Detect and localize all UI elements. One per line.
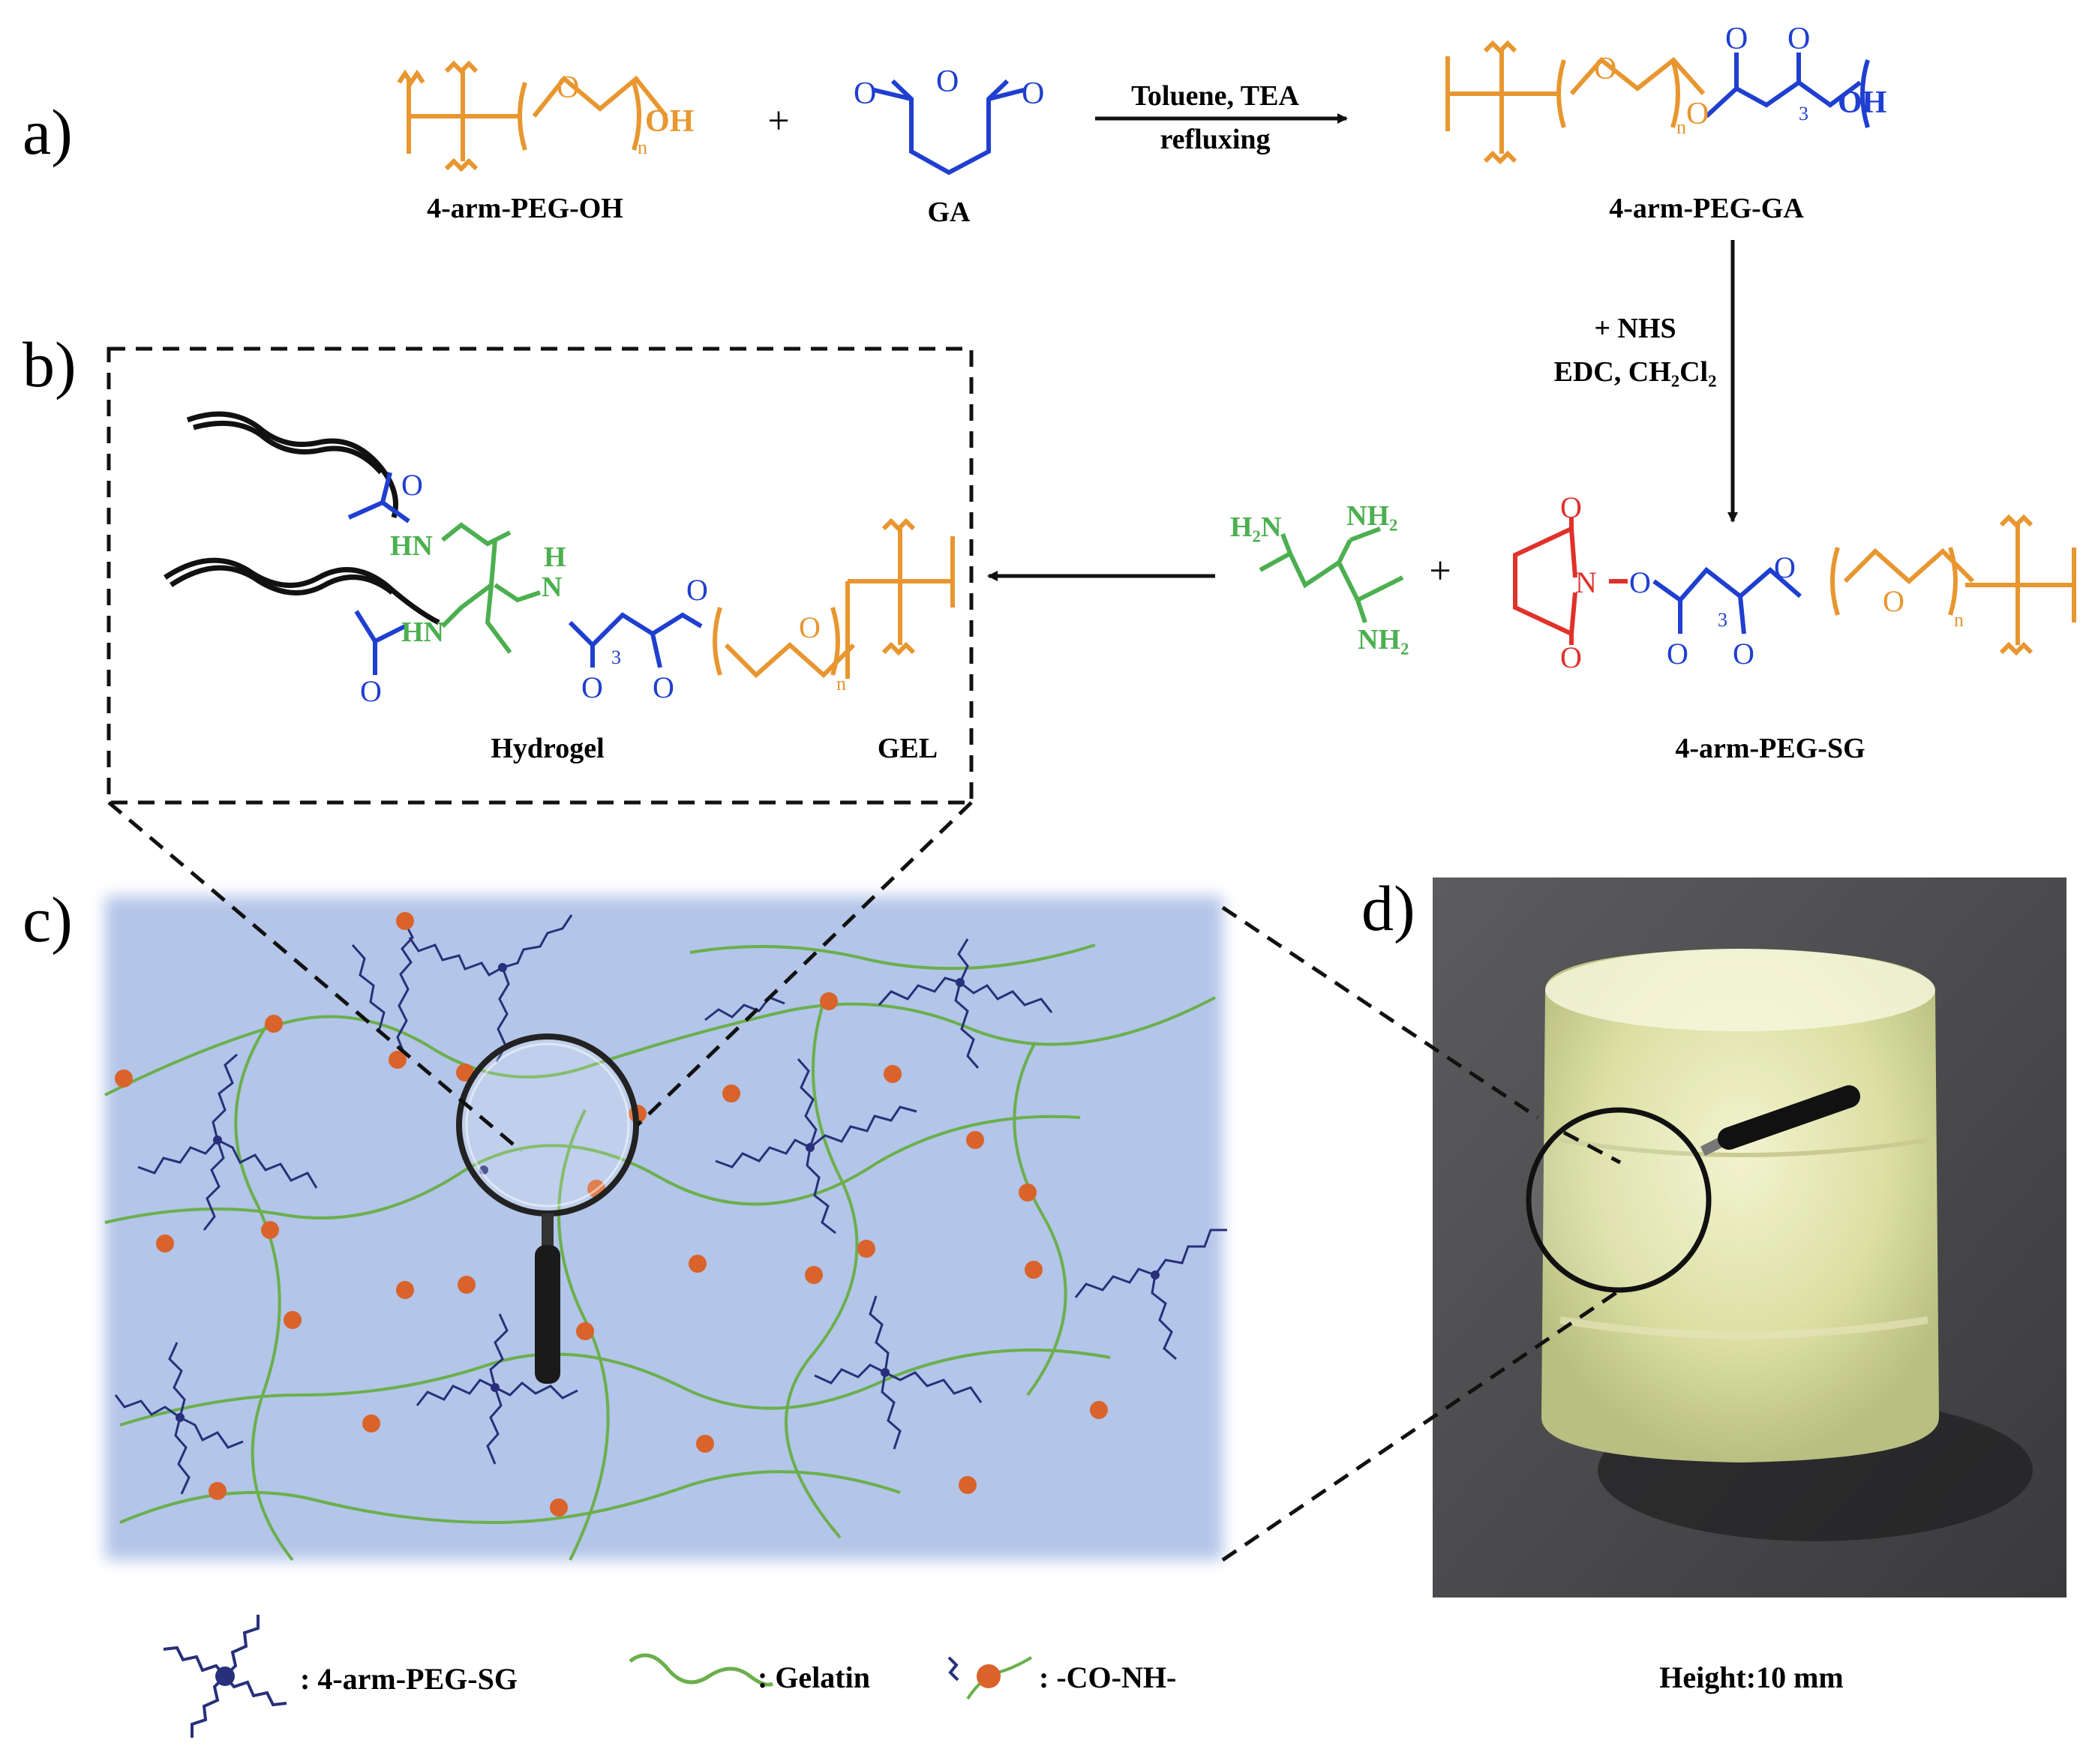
legend-gelatin-icon <box>629 1653 774 1687</box>
peg-sg-o-ester: O <box>1774 550 1796 584</box>
zoom-line-right <box>636 801 973 1126</box>
peg-ga-atom-o-carbonyl1: O <box>1725 22 1748 56</box>
panel-label-a: a) <box>23 96 73 168</box>
hydrogel-zoom-box <box>107 346 974 805</box>
gel-label: GEL <box>878 733 938 764</box>
legend-bond-label: : -CO-NH- <box>1039 1660 1176 1694</box>
condition-a-line2: refluxing <box>1160 124 1270 155</box>
hydrogel-hn-top: HN <box>390 530 433 562</box>
hydrogel-atom-n: N <box>542 572 562 603</box>
ga-atom-o-left: O <box>854 76 876 111</box>
peg-ga-label: 4-arm-PEG-GA <box>1609 193 1804 224</box>
magnifier-d-icon <box>1526 1085 1860 1293</box>
panel-label-c: c) <box>23 884 73 956</box>
peg-sg-o-bottom: O <box>1560 640 1582 674</box>
ga-structure <box>873 79 1025 176</box>
legend-peg-icon <box>163 1615 287 1738</box>
peg-ga-atom-o-chain: O <box>1594 52 1616 86</box>
hydrogel-label: Hydrogel <box>491 733 604 764</box>
hydrogel-sub-3: 3 <box>611 646 621 668</box>
legend-bond-icon <box>947 1656 1033 1700</box>
peg-oh-label: 4-arm-PEG-OH <box>427 193 623 224</box>
panel-label-b: b) <box>23 328 77 400</box>
peg-sg-o-top: O <box>1560 490 1582 524</box>
zoom-line-left <box>107 801 523 1153</box>
peg-sg-o-peg: O <box>1883 584 1904 618</box>
peg-oh-atom-o: O <box>557 70 579 105</box>
peg-ga-atom-oh: OH <box>1838 86 1886 120</box>
network-background <box>105 896 1223 1560</box>
hydrogel-hn-bottom: HN <box>401 616 444 648</box>
peg-sg-sub-n: n <box>1954 609 1964 631</box>
hydrogel-photo <box>1433 878 2066 1598</box>
magnifier-c-icon <box>456 1034 639 1384</box>
hydrogel-o-amide: O <box>581 670 603 704</box>
peg-star-centers <box>176 963 1160 1422</box>
peg-ga-sub-3: 3 <box>1799 103 1808 124</box>
gelatin-backbone-chains <box>164 411 440 626</box>
hydrogel-o-ester-top: O <box>686 573 708 607</box>
peg-sg-structure <box>1513 514 2076 656</box>
plus-a: + <box>767 100 789 142</box>
hydrogel-o-top: O <box>401 468 423 502</box>
peg-sg-o-link: O <box>1629 566 1651 599</box>
hydrogel-atom-h: H <box>544 542 566 573</box>
ga-label: GA <box>928 196 971 228</box>
peg-oh-structure <box>397 60 668 172</box>
legend-gelatin-label: : Gelatin <box>758 1660 870 1694</box>
peg-oh-atom-oh: OH <box>645 104 694 139</box>
peg-sg-o-carbonyl2: O <box>1733 637 1754 670</box>
hydrogel-o-ester-bottom: O <box>653 670 674 704</box>
condition-a-line1: Toluene, TEA <box>1131 80 1299 112</box>
gelatin-nh2-top: NH₂ <box>1346 500 1397 532</box>
peg-sg-atom-n: N <box>1575 566 1597 599</box>
hydrogel-o-peg: O <box>799 610 821 644</box>
peg-ga-sub-n: n <box>1676 116 1686 138</box>
gelatin-h2n: H₂N <box>1230 512 1281 543</box>
zoom-line-d-top-b <box>1562 1130 1622 1165</box>
peg-oh-sub-n: n <box>638 136 647 158</box>
peg-ga-atom-o-ester: O <box>1686 97 1709 131</box>
zoom-line-d-top-a <box>1221 905 1539 1120</box>
peg-sg-sub-3: 3 <box>1718 609 1727 631</box>
panel-label-d: d) <box>1361 872 1415 944</box>
plus-b: + <box>1429 550 1451 592</box>
ga-atom-o-center: O <box>936 64 959 99</box>
hydrogel-sub-n: n <box>836 673 846 694</box>
peg-sg-label: 4-arm-PEG-SG <box>1675 733 1865 764</box>
hydrogel-o-bottom: O <box>360 674 382 708</box>
peg-ga-atom-o-carbonyl2: O <box>1787 22 1810 56</box>
photo-caption: Height:10 mm <box>1659 1660 1844 1694</box>
hydrogel-links <box>347 472 955 679</box>
peg-ga-structure <box>1445 40 1870 165</box>
legend-peg-label: : 4-arm-PEG-SG <box>300 1662 518 1696</box>
peg-sg-o-carbonyl1: O <box>1667 637 1688 670</box>
gelatin-nh2-bottom: NH₂ <box>1358 624 1409 656</box>
nhs-line1: + NHS <box>1594 313 1676 344</box>
ga-atom-o-right: O <box>1022 76 1044 111</box>
peg-star-chains <box>114 914 1227 1495</box>
nhs-line2: EDC, CH₂Cl₂ <box>1553 356 1716 388</box>
gelatin-amine-structure <box>1259 526 1404 623</box>
